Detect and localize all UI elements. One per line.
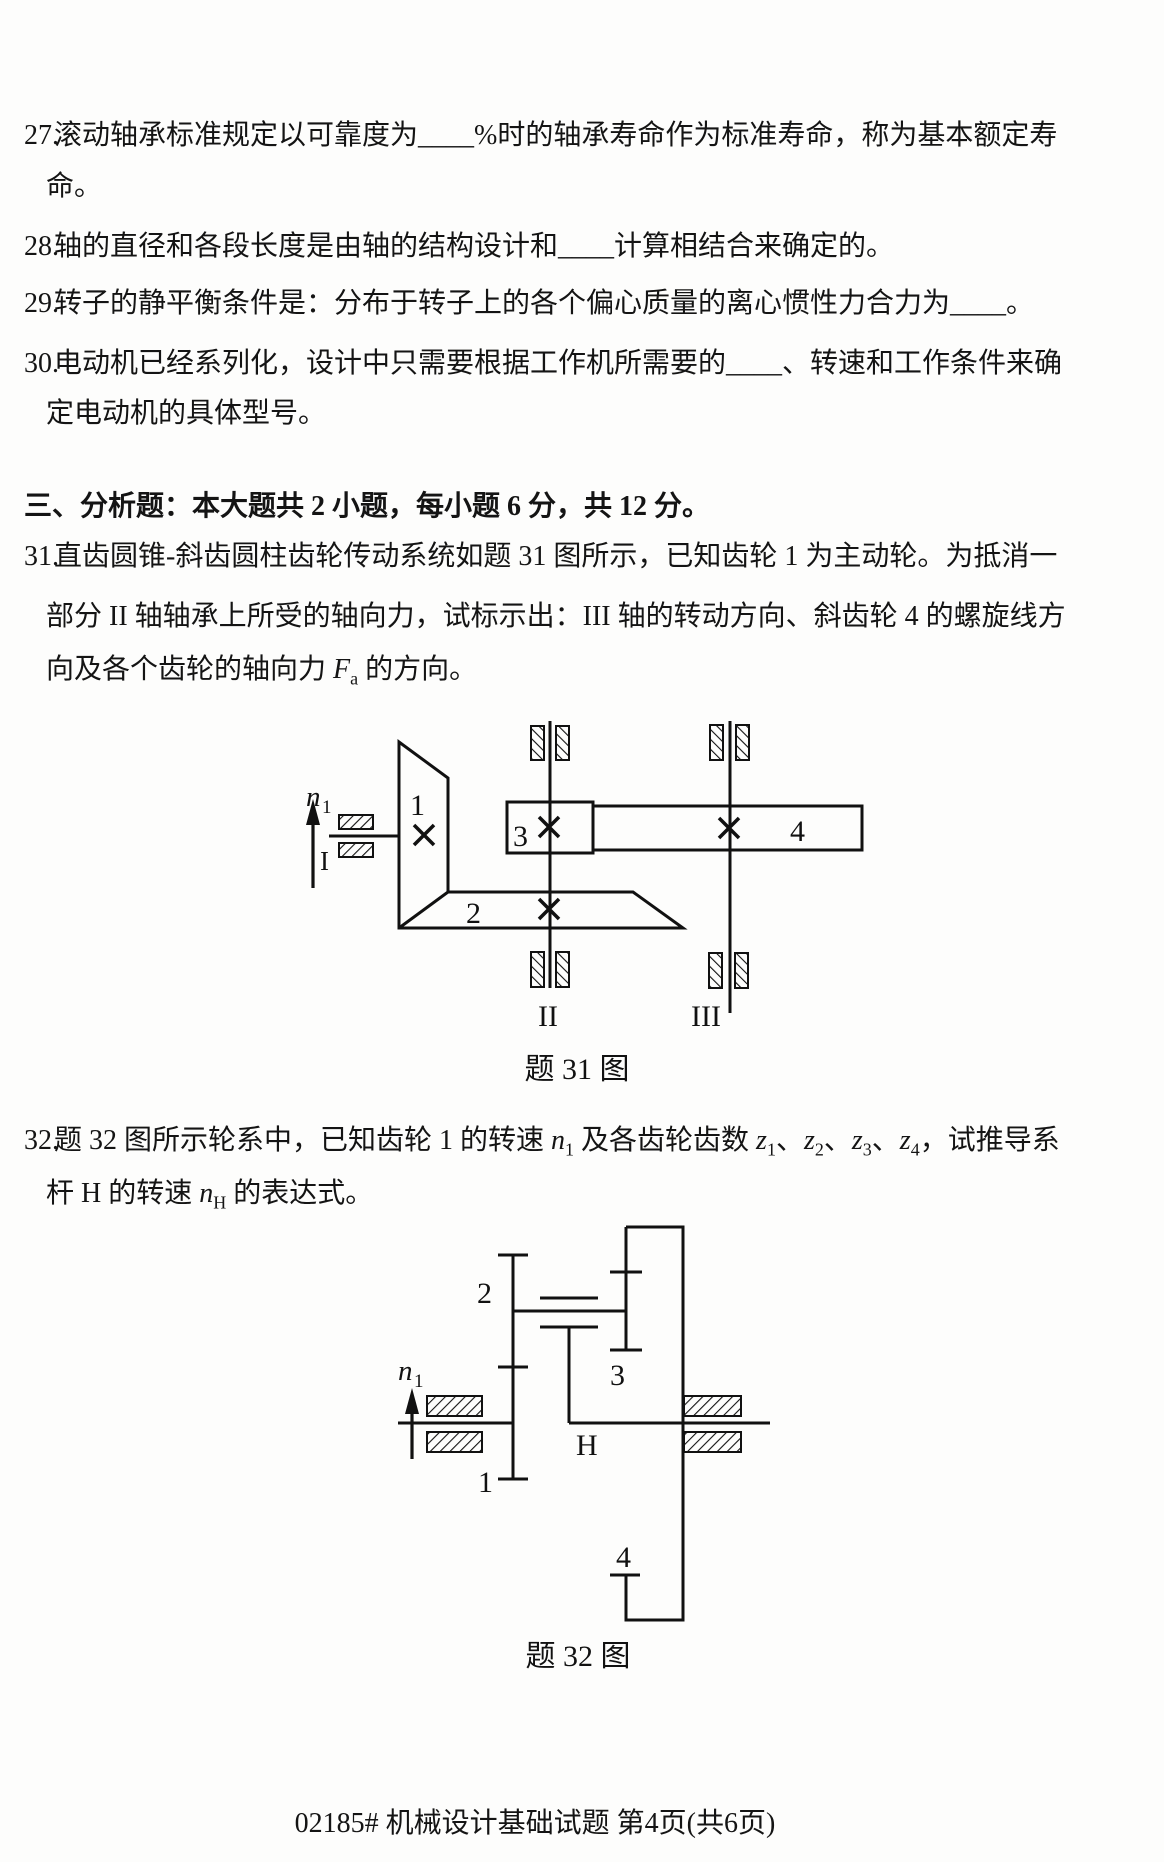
fig31-shaft-cross-marks (412, 815, 741, 921)
fig32-gear-3 (610, 1227, 642, 1352)
question-27-number: 27. (24, 120, 59, 151)
fig32-bearing-icon (426, 1395, 483, 1417)
fig31-shaft-III-label: III (691, 1000, 721, 1033)
fig31-bearing-icon (708, 952, 723, 989)
fig32-ring-gear-4: 4 (610, 1225, 685, 1622)
fig31-gear-1-label: 1 (410, 789, 425, 822)
question-32-line-1: 32.题 32 图所示轮系中，已知齿轮 1 的转速 n1 及各齿轮齿数 z1、z… (24, 1124, 1060, 1160)
question-32-line-2: 杆 H 的转速 nH 的表达式。 (46, 1178, 374, 1213)
fig32-carrier-H: H (513, 1296, 770, 1462)
fig31-bearing-icon (555, 725, 570, 761)
fig31-n1-subscript: 1 (322, 797, 332, 818)
fig32-gear-3-label: 3 (610, 1359, 625, 1392)
fig31-bearing-icon (338, 814, 374, 830)
fig32-gear-4-label: 4 (616, 1541, 631, 1574)
fig31-bearing-icon (530, 725, 545, 761)
fig31-bearing-icon (735, 724, 750, 761)
question-31-text: 直齿圆锥-斜齿圆柱齿轮传动系统如题 31 图所示，已知齿轮 1 为主动轮。为抵消… (54, 541, 1058, 572)
fig31-shaft-II: II (530, 721, 570, 1033)
fig31-bearing-icon (555, 951, 570, 988)
fig32-frame-bearing (683, 1395, 742, 1453)
question-29-line-1: 29.转子的静平衡条件是：分布于转子上的各个偏心质量的离心惯性力合力为____。 (24, 287, 1034, 321)
question-30-line-1: 30.电动机已经系列化，设计中只需要根据工作机所需要的____、转速和工作条件来… (24, 347, 1062, 381)
fig31-bearing-icon (709, 724, 724, 761)
question-29-text: 转子的静平衡条件是：分布于转子上的各个偏心质量的离心惯性力合力为____。 (54, 288, 1035, 319)
fig31-shaft-III: III (691, 721, 750, 1033)
figure-31-gear-train-diagram: n 1 I II (306, 721, 864, 1086)
fig31-bearing-icon (530, 951, 545, 988)
fig32-carrier-H-label: H (576, 1429, 598, 1462)
question-28-text: 轴的直径和各段长度是由轴的结构设计和____计算相结合来确定的。 (54, 231, 895, 262)
fig32-bearing-icon (426, 1431, 483, 1453)
question-27-line-1: 27.滚动轴承标准规定以可靠度为____%时的轴承寿命作为标准寿命，称为基本额定… (24, 119, 1057, 153)
page-footer: 02185# 机械设计基础试题 第4页(共6页) (294, 1808, 776, 1839)
question-28-number: 28. (24, 231, 59, 262)
question-31-number: 31. (24, 541, 59, 572)
fig32-gear-2-label: 2 (477, 1277, 492, 1310)
fig31-shaft-II-label: II (538, 1000, 558, 1033)
section-3-heading: 三、分析题：本大题共 2 小题，每小题 6 分，共 12 分。 (24, 491, 711, 522)
fig31-input-speed-arrow: n 1 (306, 781, 332, 888)
fig32-input-shaft (398, 1395, 513, 1453)
fig32-n1-subscript: 1 (414, 1371, 424, 1392)
question-31-line-1: 31.直齿圆锥-斜齿圆柱齿轮传动系统如题 31 图所示，已知齿轮 1 为主动轮。… (24, 540, 1057, 574)
fig32-input-speed-arrow: n 1 (398, 1355, 424, 1459)
fig32-bearing-icon (683, 1431, 742, 1453)
fig31-bearing-icon (338, 842, 374, 858)
fig32-bearing-icon (683, 1395, 742, 1417)
fig32-n1-label: n (398, 1355, 413, 1387)
question-27-text: 滚动轴承标准规定以可靠度为____%时的轴承寿命作为标准寿命，称为基本额定寿 (54, 120, 1058, 151)
fig31-bearing-icon (734, 952, 749, 989)
question-31-line-2: 部分 II 轴轴承上所受的轴向力，试标示出：III 轴的转动方向、斜齿轮 4 的… (46, 601, 1066, 632)
fig31-gear-3-label: 3 (513, 820, 528, 853)
figure-32-planetary-gear-diagram: n 1 2 1 H (398, 1225, 770, 1673)
question-28-line-1: 28.轴的直径和各段长度是由轴的结构设计和____计算相结合来确定的。 (24, 230, 894, 264)
fig31-gear-4-label: 4 (790, 815, 805, 848)
fig31-shaft-I-label: I (320, 846, 329, 876)
fig31-bevel-gears-1-2 (397, 739, 688, 930)
question-27-line-2: 命。 (46, 171, 103, 202)
fig32-gear-1-label: 1 (478, 1466, 493, 1499)
fig32-gears-1-2 (498, 1253, 528, 1481)
question-30-number: 30. (24, 348, 59, 379)
fig32-caption: 题 32 图 (526, 1640, 631, 1673)
fig31-gear-4-body (591, 804, 864, 852)
question-29-number: 29. (24, 288, 59, 319)
fig31-arrowhead (306, 799, 320, 825)
question-32-text: 题 32 图所示轮系中，已知齿轮 1 的转速 n1 及各齿轮齿数 z1、z2、z… (54, 1125, 1060, 1160)
question-30-line-2: 定电动机的具体型号。 (46, 398, 327, 429)
fig32-arrowhead (405, 1388, 419, 1414)
fig31-n1-label: n (306, 781, 321, 813)
question-31-line-3: 向及各个齿轮的轴向力 Fa 的方向。 (46, 654, 478, 689)
question-30-text: 电动机已经系列化，设计中只需要根据工作机所需要的____、转速和工作条件来确 (54, 348, 1063, 379)
fig31-shaft-I: I (320, 814, 399, 876)
question-32-number: 32. (24, 1125, 59, 1156)
fig31-caption: 题 31 图 (525, 1053, 630, 1086)
fig31-gear-2-label: 2 (466, 897, 481, 930)
